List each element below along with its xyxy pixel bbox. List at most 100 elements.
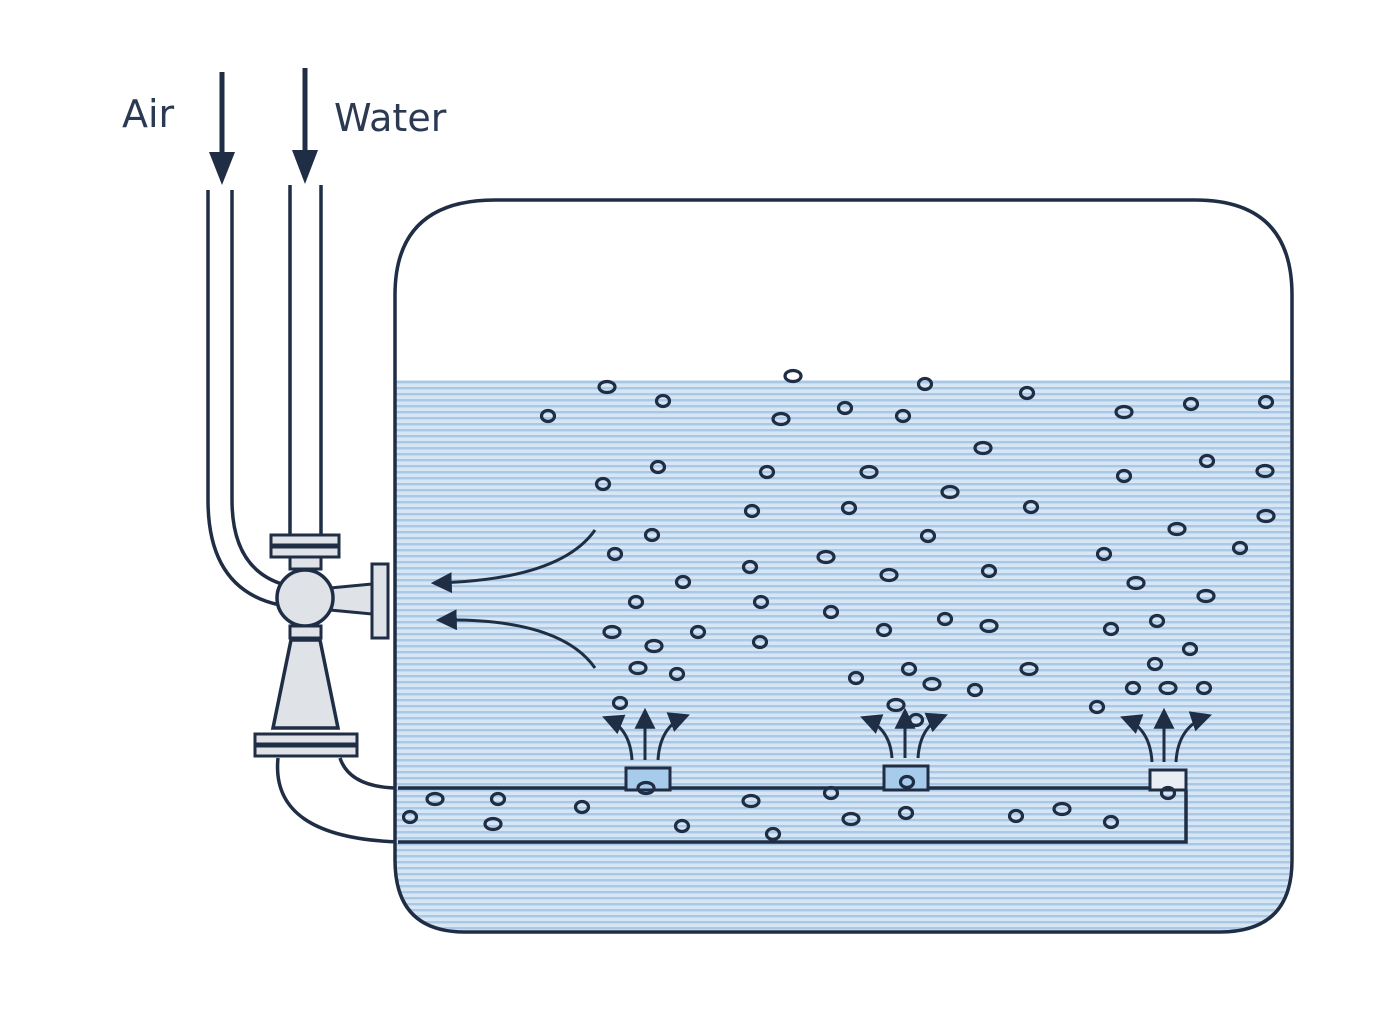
bubble-icon bbox=[1114, 404, 1134, 420]
bubble-icon bbox=[627, 594, 645, 610]
bubble-icon bbox=[886, 697, 906, 713]
bubble-icon bbox=[859, 464, 879, 480]
bubble-icon bbox=[1257, 394, 1275, 410]
bubble-icon bbox=[1148, 613, 1166, 629]
bubble-icon bbox=[1102, 621, 1120, 637]
bubble-icon bbox=[840, 500, 858, 516]
venturi-side-outlet bbox=[328, 562, 390, 640]
bubble-icon bbox=[539, 408, 557, 424]
bubble-icon bbox=[674, 574, 692, 590]
air-inlet-arrow-icon bbox=[209, 72, 235, 185]
bubble-icon bbox=[483, 816, 503, 832]
distribution-manifold bbox=[398, 786, 1188, 844]
bubble-icon bbox=[606, 546, 624, 562]
bubble-icon bbox=[752, 594, 770, 610]
bubble-icon bbox=[1115, 468, 1133, 484]
bubble-icon bbox=[1195, 680, 1213, 696]
bubble-icon bbox=[875, 622, 893, 638]
bubble-icon bbox=[783, 368, 803, 384]
bubble-icon bbox=[1231, 540, 1249, 556]
bubble-icon bbox=[636, 780, 656, 796]
bubble-icon bbox=[1159, 785, 1177, 801]
bubble-icon bbox=[916, 376, 934, 392]
water-label: Water bbox=[334, 96, 447, 140]
nozzle-3 bbox=[1148, 768, 1188, 792]
bubble-icon bbox=[847, 670, 865, 686]
bubble-icon bbox=[979, 618, 999, 634]
nozzle-1-jet-arrows-icon bbox=[602, 707, 690, 761]
bubble-icon bbox=[1146, 656, 1164, 672]
venturi-mixer bbox=[253, 568, 359, 758]
bubble-icon bbox=[654, 393, 672, 409]
bubble-icon bbox=[1182, 396, 1200, 412]
nozzle-1 bbox=[624, 766, 672, 792]
bubble-icon bbox=[649, 459, 667, 475]
bubble-icon bbox=[743, 503, 761, 519]
bubble-icon bbox=[841, 811, 861, 827]
bubble-icon bbox=[980, 563, 998, 579]
bubble-icon bbox=[1196, 588, 1216, 604]
bubble-icon bbox=[898, 774, 916, 790]
nozzle-3-jet-arrows-icon bbox=[1120, 707, 1212, 763]
bubble-icon bbox=[900, 661, 918, 677]
bubble-icon bbox=[816, 549, 836, 565]
bubble-icon bbox=[822, 785, 840, 801]
bubble-icon bbox=[401, 809, 419, 825]
bubble-icon bbox=[602, 624, 622, 640]
bubble-icon bbox=[771, 411, 791, 427]
bubble-icon bbox=[573, 799, 591, 815]
tank-outline bbox=[393, 198, 1294, 934]
water-supply-pipe bbox=[288, 185, 323, 535]
bubble-icon bbox=[836, 400, 854, 416]
bubble-icon bbox=[922, 676, 942, 692]
nozzle-2-jet-arrows-icon bbox=[860, 707, 948, 759]
bubble-icon bbox=[1256, 508, 1276, 524]
bubble-icon bbox=[879, 567, 899, 583]
bubble-icon bbox=[940, 484, 960, 500]
water-inlet-arrow-icon bbox=[292, 68, 318, 184]
bubble-icon bbox=[897, 805, 915, 821]
bubble-icon bbox=[1198, 453, 1216, 469]
bubble-icon bbox=[764, 826, 782, 842]
bubble-icon bbox=[1088, 699, 1106, 715]
circulation-arrows-icon bbox=[430, 529, 597, 669]
bubble-icon bbox=[1255, 463, 1275, 479]
bubble-icon bbox=[973, 440, 993, 456]
bubble-icon bbox=[611, 695, 629, 711]
bubble-icon bbox=[936, 611, 954, 627]
bubble-icon bbox=[689, 624, 707, 640]
bubble-icon bbox=[741, 559, 759, 575]
bubble-icon bbox=[1102, 814, 1120, 830]
bubble-icon bbox=[425, 791, 445, 807]
bubble-icon bbox=[1124, 680, 1142, 696]
bubble-icon bbox=[1052, 801, 1072, 817]
bubble-icon bbox=[489, 791, 507, 807]
bubble-icon bbox=[628, 660, 648, 676]
bubble-icon bbox=[758, 464, 776, 480]
bubble-icon bbox=[741, 793, 761, 809]
inlet-flange bbox=[269, 533, 341, 571]
bubble-icon bbox=[1095, 546, 1113, 562]
bubble-icon bbox=[894, 408, 912, 424]
bubble-icon bbox=[1126, 575, 1146, 591]
bubble-icon bbox=[597, 379, 617, 395]
bubble-icon bbox=[643, 527, 661, 543]
tank-water bbox=[395, 380, 1290, 930]
bubble-icon bbox=[907, 712, 925, 728]
bubble-icon bbox=[1018, 385, 1036, 401]
bubble-icon bbox=[673, 818, 691, 834]
bubble-icon bbox=[644, 638, 664, 654]
air-bubbles bbox=[401, 368, 1276, 842]
bubble-icon bbox=[1181, 641, 1199, 657]
recirculation-pipes bbox=[275, 757, 401, 844]
bubble-icon bbox=[1007, 808, 1025, 824]
bubble-icon bbox=[919, 528, 937, 544]
bubble-icon bbox=[1019, 661, 1039, 677]
bubble-icon bbox=[668, 666, 686, 682]
bubble-icon bbox=[822, 604, 840, 620]
bubble-icon bbox=[1167, 521, 1187, 537]
air-supply-pipe bbox=[206, 190, 286, 607]
bubble-icon bbox=[751, 634, 769, 650]
bubble-icon bbox=[1158, 680, 1178, 696]
